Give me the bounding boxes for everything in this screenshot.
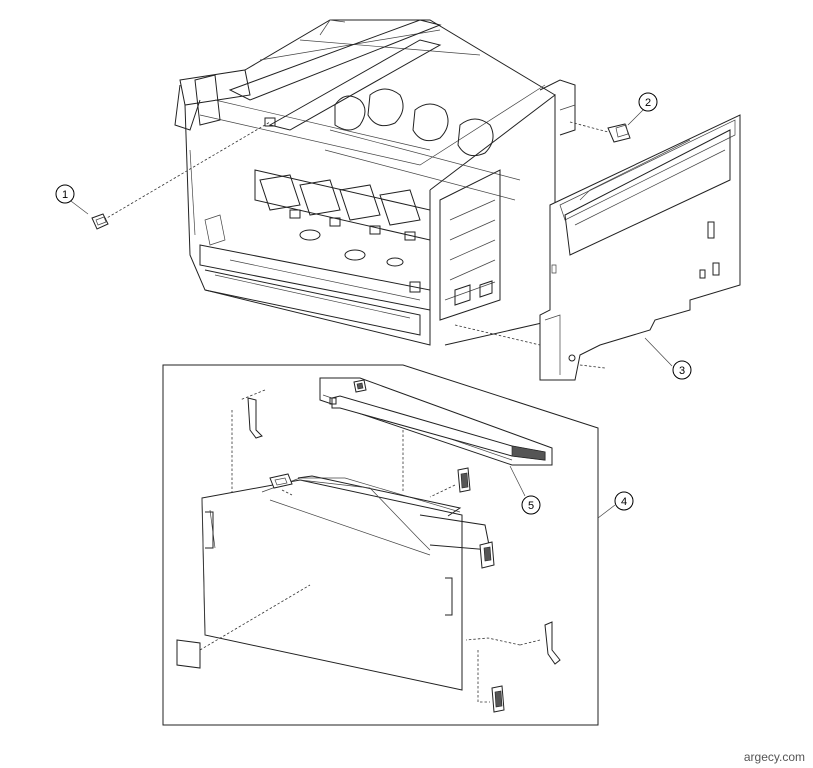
svg-text:1: 1 (62, 189, 68, 201)
svg-text:2: 2 (645, 97, 651, 109)
part-3-side-cover (454, 114, 741, 381)
watermark-text: argecy.com (743, 750, 805, 764)
callout-4: 4 (614, 491, 634, 511)
svg-text:3: 3 (679, 365, 685, 377)
svg-text:5: 5 (528, 500, 534, 512)
callout-1: 1 (55, 184, 75, 204)
callout-5: 5 (521, 495, 541, 515)
printer-frame-assembly (174, 19, 576, 346)
part-2-clip (569, 107, 646, 143)
callout-3: 3 (672, 360, 692, 380)
callout-2: 2 (638, 92, 658, 112)
part-4-front-door-assembly (162, 364, 616, 726)
part-1-clip (62, 121, 271, 230)
svg-text:4: 4 (621, 496, 627, 508)
